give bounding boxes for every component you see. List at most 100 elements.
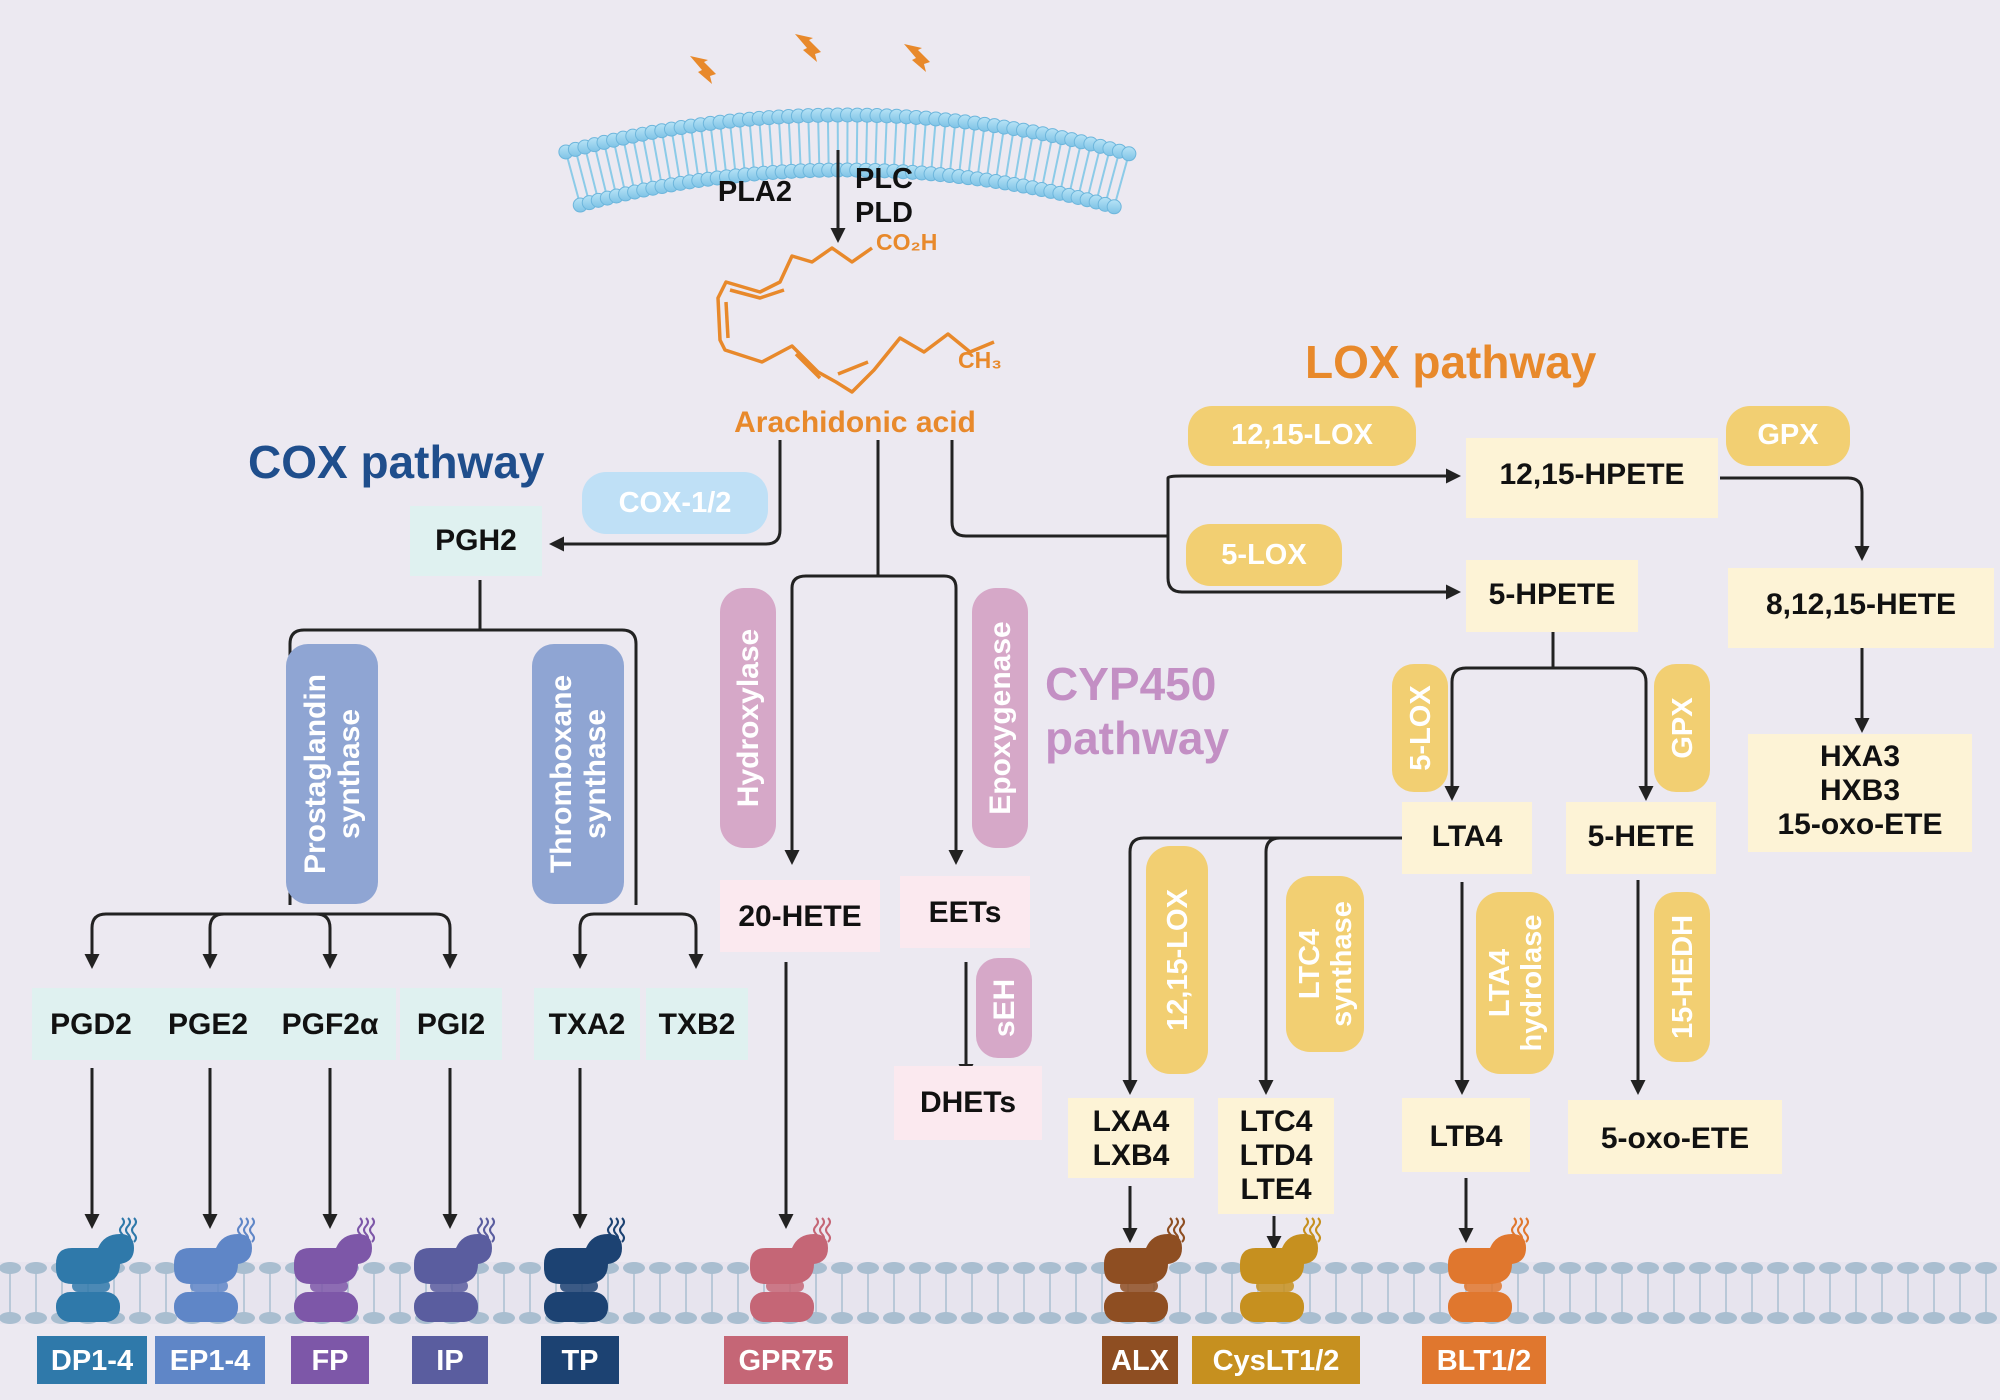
lipid-head — [623, 1262, 645, 1274]
receptor-label: GPR75 — [738, 1345, 833, 1377]
lipid-tail — [985, 125, 996, 181]
lox-5-label: 5-LOX — [1221, 539, 1307, 571]
receptor-top-domain — [174, 1234, 252, 1284]
lipid-head — [1065, 1312, 1087, 1324]
lta4-label: LTA4 — [1432, 820, 1503, 853]
lipid-tail — [1095, 148, 1111, 203]
lipid-head — [493, 1262, 515, 1274]
lipid-tail — [699, 124, 709, 180]
hete-5-box — [1566, 802, 1716, 874]
lipid-tail — [892, 116, 898, 172]
enzyme-pla2: PLA2 — [718, 176, 792, 208]
lightning-icon — [904, 44, 930, 72]
lipid-head — [1897, 1262, 1919, 1274]
lipid-head — [1325, 1262, 1347, 1274]
lox-12-15-vertical-pill — [1146, 846, 1208, 1074]
lipid-head — [727, 1262, 749, 1274]
lipid-head — [1819, 1262, 1841, 1274]
lipid-head — [1871, 1262, 1893, 1274]
enzyme-labels: COX-1/2 Prostaglandinsynthase Thromboxan… — [286, 406, 1850, 1074]
lox-5-pill — [1186, 524, 1342, 586]
hete-8-12-15-label: 8,12,15-HETE — [1766, 588, 1956, 621]
lipid-tail — [660, 130, 673, 186]
prostaglandin-synthase-label: Prostaglandinsynthase — [299, 674, 366, 874]
lipid-tail — [719, 122, 728, 177]
receptor-hinge — [72, 1280, 110, 1292]
lipid-head — [649, 1312, 671, 1324]
lipid-tail — [976, 124, 986, 179]
hete-5-label: 5-HETE — [1588, 820, 1695, 853]
lipid-tail — [631, 135, 645, 191]
signal-icon — [1523, 1217, 1529, 1243]
lipid-tail — [930, 118, 937, 174]
lipid-head — [831, 1262, 853, 1274]
receptor-bottom-domain — [1104, 1292, 1168, 1322]
hxa3-label: HXA3 — [1820, 740, 1900, 773]
lipid-head — [1065, 1262, 1087, 1274]
lipid-head — [1689, 1312, 1711, 1324]
signal-icon — [1179, 1217, 1185, 1243]
lipid-tail — [738, 120, 747, 175]
receptor-hinge — [1256, 1280, 1294, 1292]
receptor-bottom-domain — [294, 1292, 358, 1322]
receptor-alx: ALX — [1102, 1217, 1185, 1384]
lipid-head — [1923, 1262, 1945, 1274]
thromboxane-synthase-label: Thromboxanesynthase — [545, 675, 612, 873]
lipid-tail — [994, 126, 1006, 182]
ltc-box — [1218, 1098, 1334, 1214]
signal-icon — [1315, 1217, 1321, 1243]
lox-5-vertical-pill — [1392, 664, 1448, 792]
lipid-head — [1195, 1312, 1217, 1324]
seh-label: sEH — [988, 979, 1021, 1037]
lipid-tail — [583, 146, 600, 201]
lipid-tail — [564, 151, 582, 206]
lipid-head — [1351, 1262, 1373, 1274]
pgh2-box — [410, 506, 542, 576]
lipid-head — [961, 1262, 983, 1274]
hxb3-label: HXB3 — [1820, 774, 1900, 807]
lipid-tail — [883, 115, 888, 171]
hydroxylase-pill — [720, 588, 776, 848]
lipid-tail — [1022, 131, 1035, 187]
dhets-box — [894, 1066, 1042, 1140]
lipid-head — [1975, 1312, 1997, 1324]
lipid-head — [987, 1262, 1009, 1274]
lipid-head — [675, 1312, 697, 1324]
lipid-tail — [758, 118, 765, 174]
lipid-tail — [864, 115, 869, 171]
receptor-hinge — [430, 1280, 468, 1292]
lipid-tail — [603, 142, 618, 197]
lipid-head — [1195, 1262, 1217, 1274]
lipid-tail — [826, 115, 830, 171]
lipid-head — [1221, 1312, 1243, 1324]
lipid-head — [1715, 1312, 1737, 1324]
oxo-ete-5-box — [1568, 1100, 1782, 1174]
methyl-label: CH₃ — [958, 347, 1002, 373]
lipid-head — [1377, 1262, 1399, 1274]
cox-enzyme-label: COX-1/2 — [619, 487, 732, 519]
receptor-label-box — [541, 1336, 619, 1384]
lipid-tail — [920, 118, 928, 174]
lightning-icon — [795, 34, 821, 62]
lipid-tail — [787, 116, 793, 172]
receptor-bottom-domain — [750, 1292, 814, 1322]
receptor-ep1-4: EP1-4 — [155, 1217, 265, 1384]
arachidonic-acid-structure — [716, 246, 995, 394]
hxa-box — [1748, 734, 1972, 852]
lipid-head — [519, 1312, 541, 1324]
cyp450-pathway-title-2: pathway — [1045, 712, 1229, 764]
lipid-tail — [1031, 133, 1044, 188]
receptor-hinge — [190, 1280, 228, 1292]
lipid-tail — [709, 123, 719, 179]
receptor-top-domain — [544, 1234, 622, 1284]
lipid-head — [1351, 1312, 1373, 1324]
lipid-head — [883, 1262, 905, 1274]
signal-icon — [369, 1217, 375, 1243]
top-membrane — [558, 107, 1137, 215]
lipid-head — [1637, 1262, 1659, 1274]
lipid-tail — [874, 115, 878, 171]
lipid-head — [857, 1312, 879, 1324]
receptor-ip: IP — [412, 1217, 495, 1384]
